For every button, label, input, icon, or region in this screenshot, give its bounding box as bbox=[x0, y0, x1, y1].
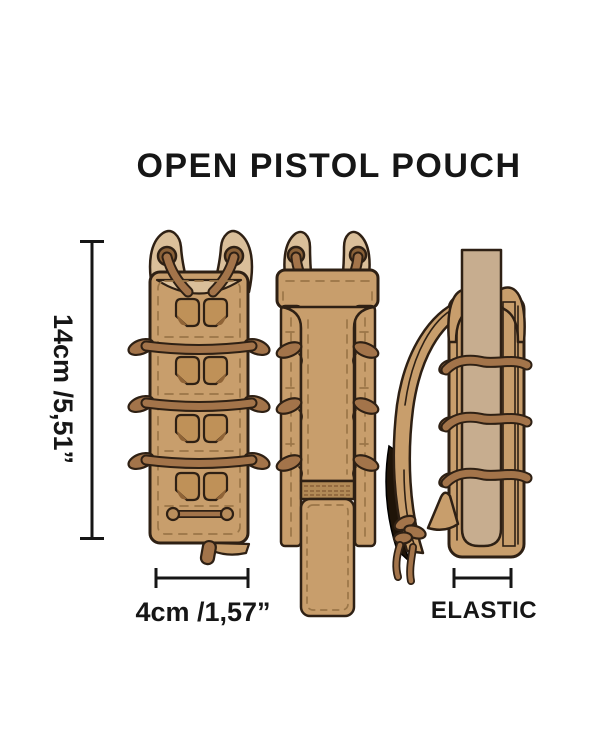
elastic-nub bbox=[352, 341, 380, 366]
width-dimension-label: 4cm /1,57” bbox=[135, 597, 270, 627]
elastic-dimension: ELASTIC bbox=[431, 568, 537, 624]
strap-tab bbox=[426, 491, 460, 532]
strap-tongue bbox=[299, 497, 356, 618]
elastic-wrap bbox=[438, 467, 533, 489]
molle-slot bbox=[174, 413, 201, 444]
stitch-line bbox=[306, 504, 349, 611]
elastic-nub bbox=[275, 397, 303, 422]
strap-edge-line bbox=[404, 307, 456, 406]
elastic-nub bbox=[352, 454, 380, 479]
molle-slot bbox=[202, 471, 229, 502]
elastic-nub bbox=[275, 454, 303, 479]
elastic-cord bbox=[127, 451, 271, 471]
velcro-band bbox=[299, 479, 356, 501]
elastic-dimension-label: ELASTIC bbox=[431, 597, 537, 624]
molle-slot bbox=[174, 297, 201, 328]
elastic-cord bbox=[127, 337, 271, 357]
inner-liner bbox=[460, 248, 503, 548]
height-dimension-label: 14cm /5,51” bbox=[48, 314, 78, 464]
pull-lace bbox=[165, 506, 235, 522]
molle-slot bbox=[174, 355, 201, 386]
elastic-nub bbox=[275, 341, 303, 366]
cord-knot bbox=[392, 514, 427, 545]
molle-slot bbox=[174, 471, 201, 502]
height-dimension: 14cm /5,51” bbox=[48, 240, 104, 540]
retention-cord bbox=[209, 253, 238, 296]
top-band bbox=[275, 268, 380, 310]
width-dimension: 4cm /1,57” bbox=[135, 568, 271, 627]
molle-slot bbox=[202, 413, 229, 444]
bottom-tab bbox=[199, 539, 217, 566]
front-view bbox=[127, 229, 271, 566]
page-title: OPEN PISTOL POUCH bbox=[136, 147, 521, 185]
retention-cord bbox=[163, 253, 192, 296]
back-view bbox=[275, 230, 380, 618]
elastic-cord bbox=[127, 394, 271, 414]
elastic-nub bbox=[352, 397, 380, 422]
elastic-wrap bbox=[438, 411, 533, 433]
bottom-lip bbox=[210, 541, 251, 556]
molle-slot bbox=[202, 355, 229, 386]
molle-slot bbox=[202, 297, 229, 328]
cord-ends bbox=[392, 541, 417, 585]
velcro-texture bbox=[304, 485, 352, 496]
stitch-line bbox=[285, 331, 297, 445]
side-view bbox=[385, 248, 533, 585]
stitch-line bbox=[359, 331, 371, 445]
elastic-wrap bbox=[438, 354, 533, 376]
